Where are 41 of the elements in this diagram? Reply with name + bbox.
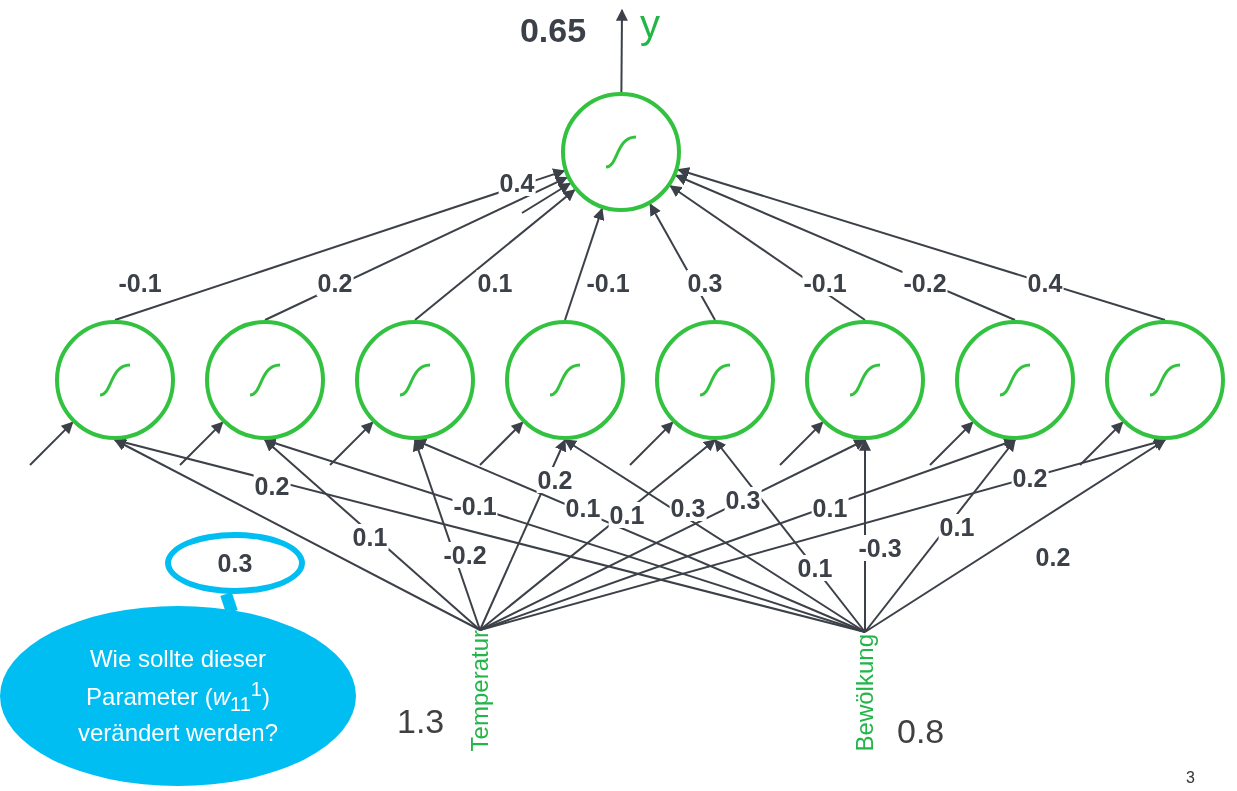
weight-label: 0.1 (351, 524, 389, 550)
weight-label: -0.2 (442, 542, 488, 568)
weight-label: 0.2 (536, 467, 574, 493)
weight-label: 0.1 (938, 514, 976, 540)
arrow (864, 439, 1166, 633)
arrow (329, 421, 374, 466)
input-value: 1.3 (397, 702, 445, 740)
weight-label: 0.1 (796, 555, 834, 581)
arrow (179, 421, 224, 466)
arrow (677, 167, 1166, 321)
weight-label: -0.3 (857, 535, 903, 561)
arrow (263, 437, 866, 633)
arrow (779, 421, 824, 466)
arrow (929, 421, 974, 466)
weight-label: 0.3 (686, 270, 724, 296)
page-number: 3 (1186, 769, 1195, 787)
arrow (412, 438, 481, 631)
weight-label: -0.2 (902, 270, 948, 296)
question-text: Wie sollte dieser Parameter (w$_{11}$$^{1}$) verändert werden? (76, 643, 280, 749)
arrow (479, 438, 567, 631)
weight-label: 0.1 (608, 502, 646, 528)
arrow (264, 439, 481, 631)
arrow (615, 8, 628, 93)
arrow (1079, 421, 1124, 466)
arrow (479, 421, 524, 466)
arrow (113, 439, 481, 631)
arrow (864, 439, 1016, 633)
input-label: Bewölkung (851, 634, 879, 752)
arrow (264, 176, 568, 321)
arrow (29, 421, 74, 466)
arrow (114, 168, 566, 321)
weight-label: 0.3 (724, 487, 762, 513)
output-label: y (640, 2, 660, 46)
arrow (414, 188, 576, 321)
arrow (629, 421, 674, 466)
input-label: Temperatur (466, 630, 494, 752)
arrow (564, 207, 605, 321)
arrow (479, 439, 716, 631)
arrow (521, 182, 571, 214)
input-value: 0.8 (897, 712, 945, 750)
neuron-circle (561, 92, 681, 212)
